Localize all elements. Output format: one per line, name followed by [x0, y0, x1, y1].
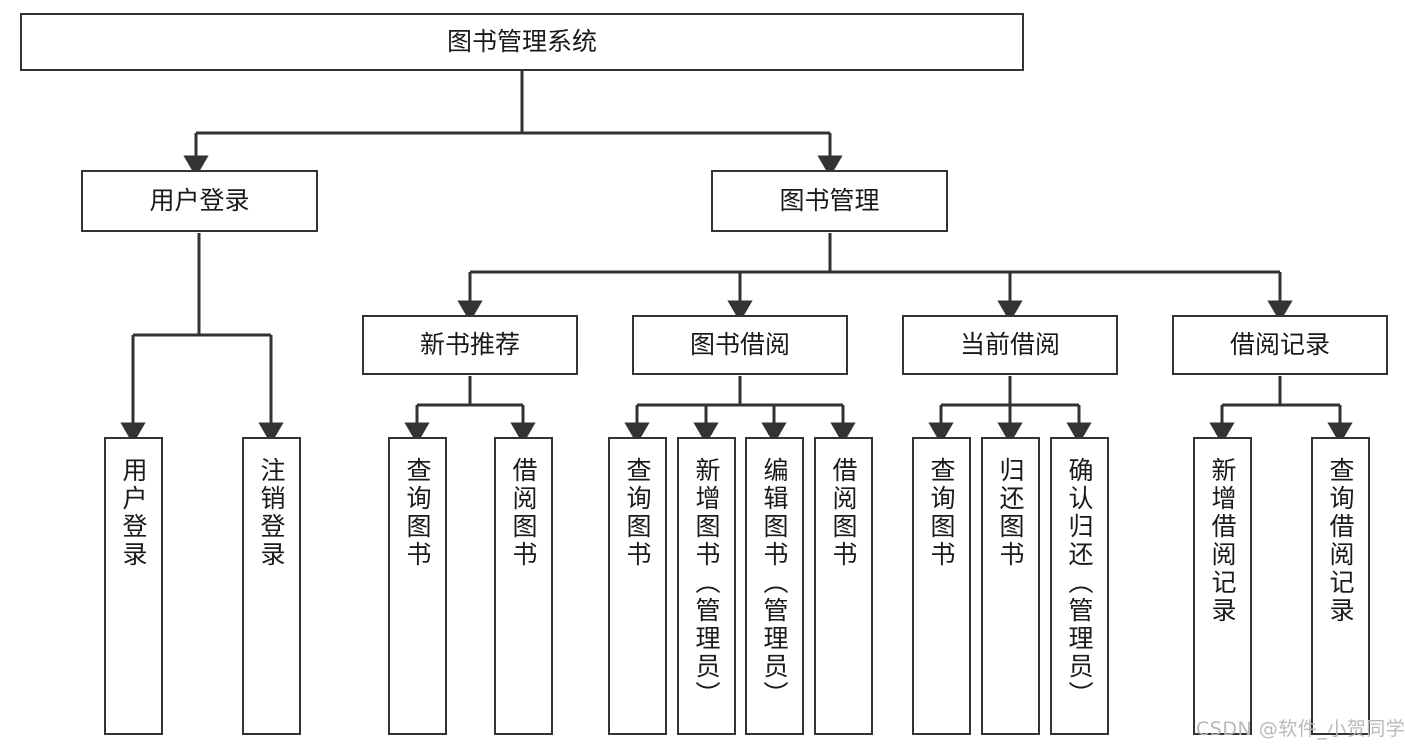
node-leaf-logout[interactable]: 注销登录: [242, 437, 301, 735]
node-label: 图书借阅: [689, 329, 790, 359]
node-label: 归还图书: [996, 457, 1025, 569]
node-leaf-add-record[interactable]: 新增借阅记录: [1193, 437, 1252, 735]
csdn-watermark: CSDN @软件_小贺同学: [1196, 718, 1405, 740]
node-leaf-borrow-book-1[interactable]: 借阅图书: [494, 437, 553, 735]
node-label: 编辑图书（管理员）: [760, 457, 789, 709]
node-leaf-add-book[interactable]: 新增图书（管理员）: [677, 437, 736, 735]
node-label: 借阅记录: [1229, 329, 1330, 359]
node-label: 借阅图书: [829, 457, 858, 569]
node-label: 图书管理: [779, 185, 880, 215]
node-leaf-borrow-book-2[interactable]: 借阅图书: [814, 437, 873, 735]
node-leaf-user-login[interactable]: 用户登录: [104, 437, 163, 735]
node-leaf-edit-book[interactable]: 编辑图书（管理员）: [745, 437, 804, 735]
node-root-book-management-system[interactable]: 图书管理系统: [20, 13, 1024, 71]
node-label: 借阅图书: [509, 457, 538, 569]
node-label: 用户登录: [119, 457, 148, 569]
node-label: 新书推荐: [419, 329, 520, 359]
node-new-book-recommend[interactable]: 新书推荐: [362, 315, 578, 375]
node-label: 查询图书: [403, 457, 432, 569]
node-label: 当前借阅: [959, 329, 1060, 359]
node-label: 查询借阅记录: [1326, 457, 1355, 625]
node-borrow-record[interactable]: 借阅记录: [1172, 315, 1388, 375]
node-current-borrow[interactable]: 当前借阅: [902, 315, 1118, 375]
node-label: 新增图书（管理员）: [692, 457, 721, 709]
node-label: 图书管理系统: [446, 26, 597, 56]
node-leaf-query-record[interactable]: 查询借阅记录: [1311, 437, 1370, 735]
node-user-login[interactable]: 用户登录: [81, 170, 318, 232]
node-label: 注销登录: [257, 457, 286, 569]
node-leaf-query-book-1[interactable]: 查询图书: [388, 437, 447, 735]
node-leaf-query-book-2[interactable]: 查询图书: [608, 437, 667, 735]
node-book-management[interactable]: 图书管理: [711, 170, 948, 232]
node-book-borrow[interactable]: 图书借阅: [632, 315, 848, 375]
node-leaf-query-book-3[interactable]: 查询图书: [912, 437, 971, 735]
node-label: 用户登录: [149, 185, 250, 215]
node-label: 新增借阅记录: [1208, 457, 1237, 625]
node-label: 查询图书: [623, 457, 652, 569]
node-leaf-return-book[interactable]: 归还图书: [981, 437, 1040, 735]
node-leaf-confirm-return[interactable]: 确认归还（管理员）: [1050, 437, 1109, 735]
node-label: 查询图书: [927, 457, 956, 569]
node-label: 确认归还（管理员）: [1065, 457, 1094, 709]
